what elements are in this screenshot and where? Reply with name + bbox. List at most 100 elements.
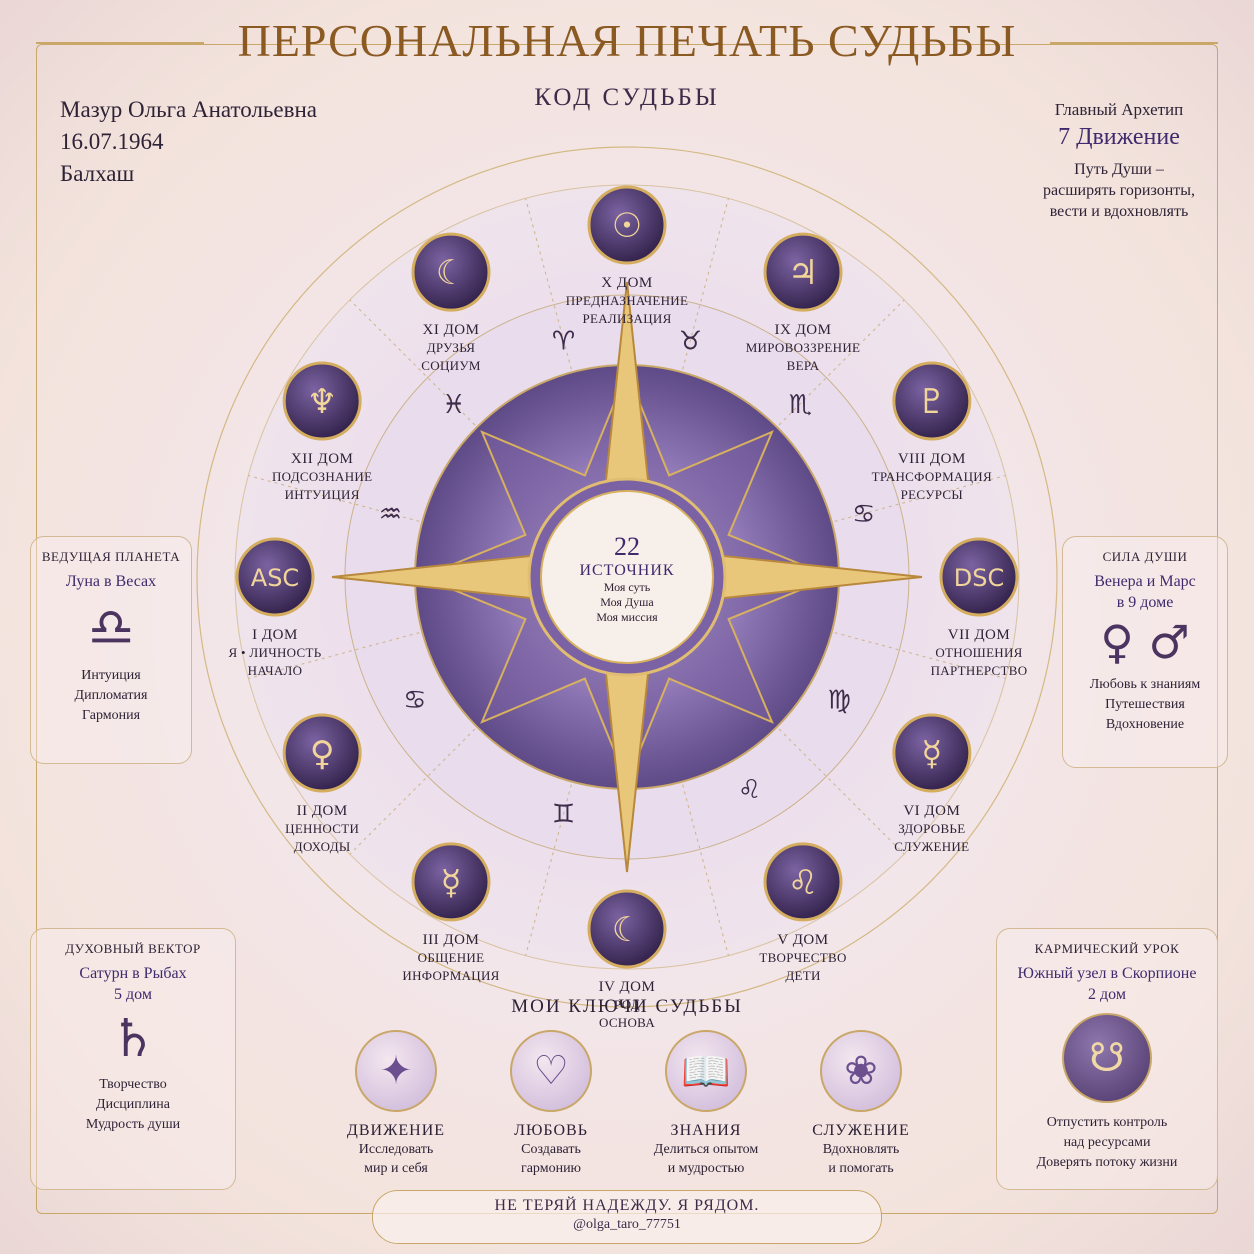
zodiac-glyph: ♋	[852, 500, 875, 530]
key-item: 📖 ЗНАНИЯ Делиться опытом и мудростью	[626, 1030, 786, 1178]
footer-handle: @olga_taro_77751	[573, 1217, 681, 1232]
jupiter-icon	[763, 232, 843, 312]
center-title: ИСТОЧНИК	[579, 562, 675, 579]
panel-karmic-lesson-value-2: 2 дом	[1088, 986, 1126, 1003]
key-description: Делиться опытом	[653, 1142, 759, 1157]
key-title: ЗНАНИЯ	[670, 1122, 742, 1139]
descendant-icon-glyph: DSC	[954, 564, 1004, 592]
moon-icon-glyph: ☾	[612, 910, 642, 950]
sun-icon-glyph: ☉	[612, 206, 642, 246]
house-medallion: ♆	[282, 361, 362, 441]
person-city: Балхаш	[60, 161, 135, 186]
key-description: и мудростью	[667, 1161, 745, 1176]
panel-spiritual-vector: ДУХОВНЫЙ ВЕКТОР Сатурн в Рыбах 5 дом ♄ Т…	[30, 928, 236, 1190]
key-description: и помогать	[828, 1161, 894, 1176]
house-medallion: ♃	[763, 232, 843, 312]
house-divider	[682, 198, 729, 370]
key-title: ДВИЖЕНИЕ	[346, 1122, 446, 1139]
house-meaning: НАЧАЛО	[247, 663, 303, 678]
moon-icon-glyph: ☾	[436, 253, 466, 293]
key-description: Создавать	[521, 1142, 581, 1157]
neptune-icon-glyph: ♆	[307, 382, 337, 422]
zodiac-glyph: ♊	[552, 800, 575, 830]
house-meaning: РЕАЛИЗАЦИЯ	[582, 311, 672, 326]
house-medallion: ☿	[411, 842, 491, 922]
book-icon: 📖	[665, 1030, 747, 1112]
jupiter-icon-glyph: ♃	[788, 253, 818, 293]
venus-mars-icon: ♀ ♂	[1100, 615, 1190, 669]
descendant-icon	[939, 537, 1019, 617]
house-meaning: ОБЩЕНИЕ	[417, 949, 485, 965]
panel-leading-planet-line: Гармония	[81, 708, 141, 723]
center-label: 22 ИСТОЧНИК Моя суть Моя Душа Моя миссия	[527, 532, 727, 625]
person-name: Мазур Ольга Анатольевна	[60, 97, 318, 122]
center-line-3: Моя миссия	[596, 610, 658, 624]
compass-star-icon: ✦	[355, 1030, 437, 1112]
zodiac-glyph: ♋	[403, 686, 426, 716]
panel-karmic-lesson-label: КАРМИЧЕСКИЙ УРОК	[1034, 941, 1180, 956]
house-meaning: ПАРТНЕРСТВО	[930, 663, 1028, 678]
house-divider	[248, 632, 420, 679]
house-divider	[834, 475, 1006, 522]
house-name: IX ДОМ	[774, 322, 832, 339]
mercury-icon	[411, 842, 491, 922]
panel-leading-planet-label: ВЕДУЩАЯ ПЛАНЕТА	[41, 549, 181, 564]
mercury-icon-glyph: ☿	[921, 734, 942, 774]
panel-soul-power-value-1: Венера и Марс	[1094, 573, 1196, 590]
house-meaning: ЗДОРОВЬЕ	[898, 821, 966, 836]
archetype-text-1: Путь Души –	[1074, 161, 1164, 178]
house-meaning: ДРУЗЬЯ	[426, 340, 476, 356]
archetype-block: Главный Архетип 7 Движение Путь Души – р…	[1024, 100, 1214, 222]
house-divider	[778, 299, 905, 426]
panel-leading-planet-line: Интуиция	[81, 668, 141, 683]
key-description: мир и себя	[364, 1161, 428, 1176]
house-meaning: РЕСУРСЫ	[900, 487, 964, 502]
panel-soul-power-line: Любовь к знаниям	[1089, 677, 1201, 692]
archetype-text-2: расширять горизонты,	[1043, 182, 1195, 199]
key-description: Вдохновлять	[822, 1142, 900, 1157]
page-title: ПЕРСОНАЛЬНАЯ ПЕЧАТЬ СУДЬБЫ	[237, 15, 1017, 66]
house-divider	[349, 299, 476, 426]
south-node-icon: ☋	[1062, 1013, 1152, 1103]
center-line-1: Моя суть	[603, 580, 651, 594]
moon-icon	[411, 232, 491, 312]
keys-title: МОИ КЛЮЧИ СУДЬБЫ	[511, 996, 743, 1017]
house-name: XI ДОМ	[422, 322, 480, 339]
house-medallion: ☾	[587, 889, 667, 969]
panel-spiritual-vector-line: Творчество	[99, 1077, 167, 1092]
panel-karmic-lesson: КАРМИЧЕСКИЙ УРОК Южный узел в Скорпионе …	[996, 928, 1218, 1190]
person-info: Мазур Ольга Анатольевна 16.07.1964 Балха…	[60, 94, 317, 190]
center-number: 22	[614, 532, 640, 561]
panel-karmic-lesson-line: Отпустить контроль	[1046, 1115, 1168, 1130]
house-name: IV ДОМ	[598, 979, 656, 995]
house-meaning: ПОДСОЗНАНИЕ	[271, 469, 373, 484]
moon-icon	[587, 889, 667, 969]
panel-karmic-lesson-line: Доверять потоку жизни	[1036, 1155, 1178, 1170]
house-meaning: МИРОВОЗЗРЕНИЕ	[745, 340, 861, 356]
key-description: гармонию	[520, 1161, 582, 1176]
ascendant-icon	[235, 537, 315, 617]
south-node-glyph: ☋	[1089, 1035, 1125, 1081]
panel-soul-power-line: Вдохновение	[1105, 717, 1185, 732]
panel-soul-power-value-2: в 9 доме	[1116, 594, 1174, 611]
panel-spiritual-vector-value-2: 5 дом	[114, 986, 152, 1003]
archetype-text-3: вести и вдохновлять	[1049, 203, 1189, 220]
house-meaning: ДОХОДЫ	[293, 839, 351, 854]
panel-leading-planet-line: Дипломатия	[74, 688, 148, 703]
key-title: ЛЮБОВЬ	[514, 1122, 588, 1139]
house-meaning: ДЕТИ	[785, 967, 821, 983]
house-medallion: ☿	[892, 713, 972, 793]
title-rule-right	[1050, 42, 1218, 44]
house-medallion: ♌	[763, 842, 843, 922]
house-medallion: ♇	[892, 361, 972, 441]
